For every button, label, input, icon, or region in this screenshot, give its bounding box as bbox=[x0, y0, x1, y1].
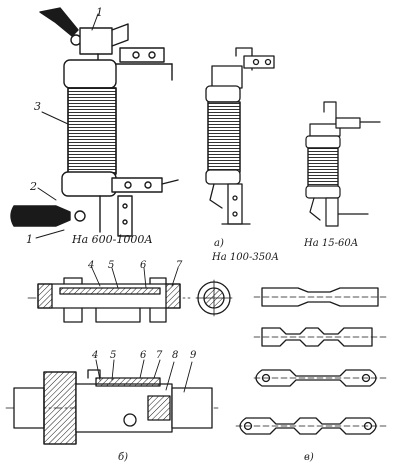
fuse-large bbox=[10, 7, 179, 239]
callout-s2-5: 5 bbox=[110, 350, 116, 361]
callout-s1-4: 4 bbox=[87, 260, 94, 271]
section-top bbox=[27, 267, 233, 323]
fuse-small bbox=[305, 101, 381, 227]
medium-bottom-bracket bbox=[209, 183, 251, 225]
fuse-link-2 bbox=[253, 327, 387, 347]
caption-small-fuse: На 15-60А bbox=[303, 238, 358, 249]
bottom-handle-icon bbox=[10, 205, 86, 227]
callout-1-bottom: 1 bbox=[26, 233, 33, 246]
callout-s2-9: 9 bbox=[190, 350, 197, 361]
fuse-link-4 bbox=[235, 417, 389, 435]
callout-s2-4: 4 bbox=[91, 350, 98, 361]
top-contact-bracket bbox=[79, 23, 165, 65]
callout-s2-6: 6 bbox=[140, 350, 147, 361]
fuse-link-3 bbox=[253, 369, 387, 387]
bottom-contact-bracket bbox=[99, 177, 179, 237]
medium-top-bracket bbox=[211, 47, 275, 89]
callout-3: 3 bbox=[34, 100, 41, 113]
fuse-medium bbox=[205, 47, 275, 225]
section-bottom bbox=[5, 359, 219, 445]
callout-s1-6: 6 bbox=[140, 260, 147, 271]
letter-v: в) bbox=[304, 452, 314, 463]
caption-medium-fuse: На 100-350А bbox=[211, 252, 279, 263]
callout-s1-5: 5 bbox=[108, 260, 114, 271]
fuse-link-1 bbox=[253, 287, 387, 307]
top-handle-icon bbox=[39, 7, 82, 46]
callout-s2-7: 7 bbox=[156, 350, 163, 361]
callout-s2-8: 8 bbox=[172, 350, 178, 361]
letter-a: а) bbox=[214, 238, 224, 249]
caption-large-fuse: На 600-1000А bbox=[71, 233, 153, 246]
end-view-icon bbox=[195, 279, 233, 317]
fusible-links bbox=[235, 287, 389, 435]
letter-b: б) bbox=[118, 452, 128, 463]
callout-s1-7: 7 bbox=[176, 260, 183, 271]
callout-2: 2 bbox=[29, 180, 37, 193]
fuse-large-body bbox=[61, 59, 173, 197]
callout-1-top: 1 bbox=[96, 6, 103, 19]
